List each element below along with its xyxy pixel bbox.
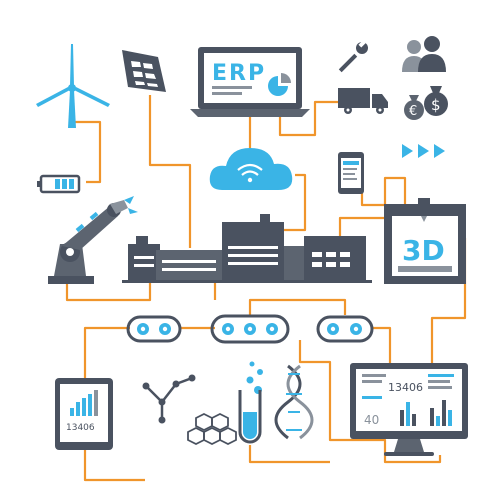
3d-printer-icon: 3D <box>384 198 466 284</box>
wire-factory-printer <box>338 216 385 240</box>
wire-phone-printer <box>360 176 407 207</box>
cloud-wifi-icon <box>209 148 293 190</box>
robot-arm-icon <box>48 196 138 284</box>
wire-tablet-bottom <box>83 448 145 482</box>
test-tube-icon <box>238 361 263 444</box>
wire-conveyor-tablet <box>83 326 130 378</box>
3d-label: 3D <box>402 234 445 267</box>
money-bags-icon: € $ <box>404 86 448 120</box>
wire-laptop-truck <box>278 100 340 137</box>
dna-icon <box>274 364 314 440</box>
gear-conveyor-2 <box>210 314 290 344</box>
forward-arrows-icon <box>402 144 445 158</box>
wire-turbine-battery <box>70 112 102 184</box>
smartphone-icon <box>338 152 364 194</box>
erp-laptop-icon: ERP <box>190 47 310 117</box>
battery-icon <box>37 174 81 194</box>
solar-panel-icon <box>122 50 166 92</box>
molecule-icon <box>142 374 196 424</box>
wire-tube-bottom <box>248 445 330 464</box>
euro-symbol: € <box>409 104 417 119</box>
dollar-symbol: $ <box>431 96 441 114</box>
wire-cloud-factory <box>282 173 307 232</box>
wire-gear2-gear3 <box>248 298 347 315</box>
hexagon-structure-icon <box>187 412 237 446</box>
wind-turbine-icon <box>36 44 110 128</box>
wire-solar-factory <box>148 95 192 248</box>
gear-conveyor-3 <box>316 315 374 343</box>
wrench-icon <box>338 40 368 73</box>
tablet-value: 13406 <box>66 423 95 433</box>
wire-gear3-monitor <box>372 326 392 365</box>
factory-icon <box>122 214 372 283</box>
people-icon <box>402 36 446 72</box>
erp-label: ERP <box>212 61 266 86</box>
monitor-small-value: 40 <box>364 413 379 427</box>
monitor-value: 13406 <box>388 381 423 394</box>
tablet-icon: 13406 <box>55 378 113 450</box>
truck-icon <box>338 88 388 114</box>
gear-conveyor-1 <box>126 315 182 343</box>
wire-robot-factory <box>65 282 152 302</box>
desktop-monitor-icon: 13406 40 <box>350 363 468 456</box>
wire-dna-monitor <box>298 340 442 464</box>
connections <box>65 95 467 482</box>
